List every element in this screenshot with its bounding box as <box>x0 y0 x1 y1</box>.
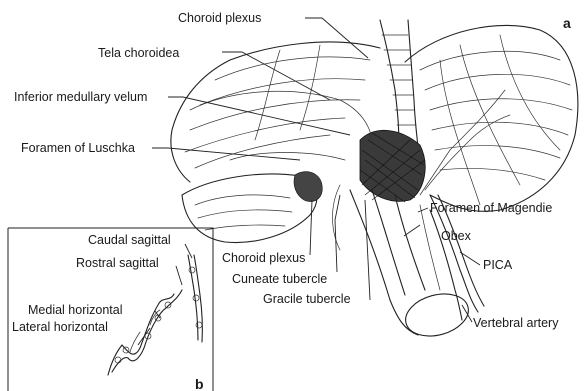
panel-a-letter: a <box>563 15 571 31</box>
pica-label: PICA <box>483 258 513 272</box>
inferior-medullary-velum-label: Inferior medullary velum <box>14 90 147 104</box>
choroid-plexus-top-label: Choroid plexus <box>178 11 261 25</box>
caudal-sagittal-label: Caudal sagittal <box>88 233 171 247</box>
foramen-magendie-region <box>360 130 425 202</box>
medial-horizontal-label: Medial horizontal <box>28 303 123 317</box>
gracile-tubercle-label: Gracile tubercle <box>263 292 351 306</box>
lateral-horizontal-label: Lateral horizontal <box>12 320 108 334</box>
rostral-sagittal-label: Rostral sagittal <box>76 256 159 270</box>
cuneate-tubercle-label: Cuneate tubercle <box>232 272 327 286</box>
tela-choroidea-label: Tela choroidea <box>98 46 179 60</box>
right-folia <box>420 35 572 205</box>
panel-b-letter: b <box>195 376 204 391</box>
choroid-plexus-bottom-label: Choroid plexus <box>222 251 305 265</box>
panel-a-drawing <box>171 20 578 343</box>
vertebral-artery-label: Vertebral artery <box>473 316 559 330</box>
luschka-choroid-tuft <box>182 153 345 243</box>
foramen-of-luschka-label: Foramen of Luschka <box>21 141 135 155</box>
foramen-of-magendie-label: Foramen of Magendie <box>430 201 552 215</box>
left-folia <box>185 45 370 168</box>
obex-label: Obex <box>441 229 472 243</box>
right-cerebellar-hemisphere <box>405 25 578 211</box>
left-cerebellar-hemisphere <box>171 42 380 182</box>
